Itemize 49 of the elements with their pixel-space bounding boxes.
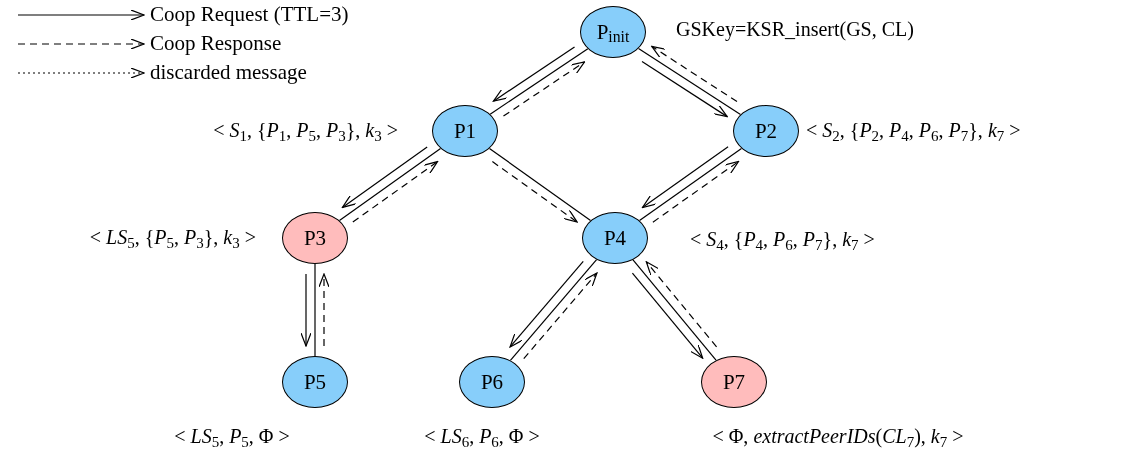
tuple-label: < LS$_{5}$, P$_{5}$, Φ > [174, 426, 290, 446]
message-arrow [641, 146, 729, 209]
message-arrow [318, 273, 330, 347]
node-label: P$_{init}$ [596, 21, 630, 43]
legend-text: discarded message [150, 62, 307, 83]
tuple-label: < Φ, extractPeerIDs(CL$_{7}$), k$_{7}$ > [712, 426, 964, 446]
message-arrow [509, 260, 584, 348]
peer-node [733, 105, 799, 157]
node-label: P4 [603, 227, 627, 249]
link-line [488, 147, 592, 222]
peer-node [701, 356, 767, 408]
link-line [338, 147, 442, 222]
tuple-label: < S$_{4}$, {P$_{4}$, P$_{6}$, P$_{7}$}, k$_{7}$ > [690, 229, 875, 249]
link-line [489, 48, 589, 115]
message-arrow [492, 46, 576, 102]
tuple-label: < S$_{2}$, {P$_{2}$, P$_{4}$, P$_{6}$, P$_{7}$}, k$_{7}$ > [806, 120, 1021, 140]
tuple-label: GSKey=KSR_insert(GS, CL) [676, 19, 914, 39]
peer-node [582, 212, 648, 264]
message-arrow [651, 45, 738, 103]
link-line [637, 47, 742, 116]
message-arrow [352, 161, 439, 223]
node-label: P5 [303, 371, 327, 393]
peer-node [580, 6, 646, 58]
legend-text: Coop Response [150, 33, 282, 54]
link-line [638, 147, 743, 222]
link-line [632, 259, 717, 361]
message-arrow [341, 146, 428, 208]
link-line [509, 258, 598, 362]
message-arrow [491, 161, 578, 223]
link-line [314, 263, 316, 357]
message-arrow [652, 160, 740, 223]
message-arrow [300, 273, 312, 347]
message-arrow [645, 261, 718, 348]
tuple-label: < LS$_{6}$, P$_{6}$, Φ > [424, 426, 540, 446]
node-label: P2 [754, 120, 778, 142]
peer-node [432, 105, 498, 157]
message-arrow [641, 60, 728, 118]
message-arrow [523, 272, 598, 360]
peer-node [282, 212, 348, 264]
message-arrow [631, 272, 704, 359]
node-label: P1 [453, 120, 477, 142]
node-label: P3 [303, 227, 327, 249]
node-label: P7 [722, 371, 746, 393]
message-arrow [502, 61, 586, 117]
node-label: P6 [480, 371, 504, 393]
peer-node [459, 356, 525, 408]
tuple-label: < S$_{1}$, {P$_{1}$, P$_{5}$, P$_{3}$}, k$_{3}$ > [213, 120, 398, 140]
tuple-label: < LS$_{5}$, {P$_{5}$, P$_{3}$}, k$_{3}$ > [89, 227, 256, 247]
legend-text: Coop Request (TTL=3) [150, 4, 349, 25]
